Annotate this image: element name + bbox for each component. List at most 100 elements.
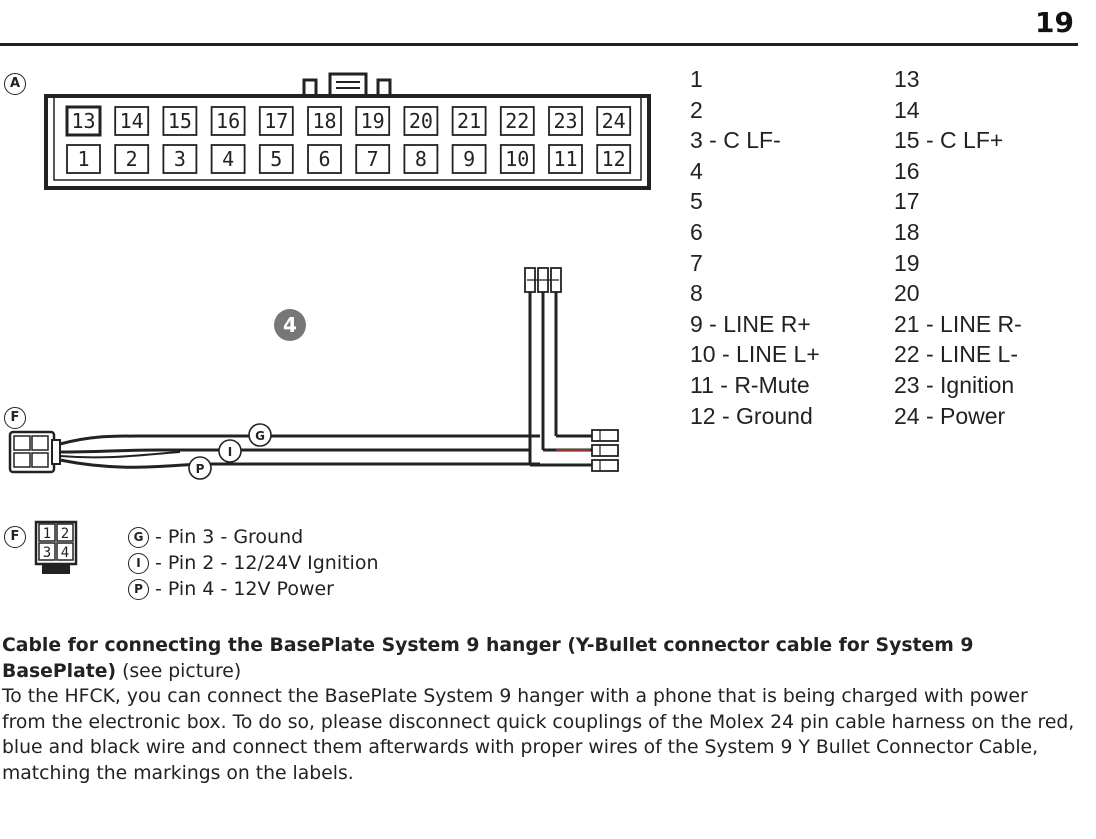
connector-a-pin-label: 24 bbox=[602, 109, 626, 133]
pinout-entry-left: 10 - LINE L+ bbox=[690, 341, 820, 368]
connector-a-pin-16: 16 bbox=[210, 106, 246, 136]
connector-a-pin-label: 1 bbox=[77, 147, 89, 171]
cable-f-label: F bbox=[4, 407, 26, 429]
connector-f-pin-label: 4 bbox=[61, 545, 69, 561]
connector-a-pin-label: 17 bbox=[264, 109, 288, 133]
pinout-entry-right: 21 - LINE R- bbox=[894, 310, 1022, 337]
page-number: 19 bbox=[1035, 6, 1074, 39]
pinout-entry-right: 15 - C LF+ bbox=[894, 127, 1004, 154]
pinout-entry-left: 7 bbox=[690, 249, 703, 276]
cable-number-badge: 4 bbox=[274, 309, 306, 341]
connector-a-pin-label: 20 bbox=[409, 109, 433, 133]
connector-a-pin-label: 7 bbox=[367, 147, 379, 171]
connector-a-pin-label: 15 bbox=[168, 109, 192, 133]
legend-text-ignition: - Pin 2 - 12/24V Ignition bbox=[155, 552, 379, 574]
heading-note: (see picture) bbox=[116, 660, 242, 682]
pinout-entry-right: 14 bbox=[894, 96, 920, 123]
pinout-entry-right: 20 bbox=[894, 280, 920, 307]
connector-a-pin-label: 13 bbox=[71, 109, 95, 133]
pinout-entry-left: 12 - Ground bbox=[690, 402, 813, 429]
connector-f-pin-label: 2 bbox=[61, 526, 69, 542]
connector-a-pin-label: 10 bbox=[505, 147, 529, 171]
connector-f-pin-1: 1 bbox=[38, 523, 56, 542]
connector-a-pin-7: 7 bbox=[355, 144, 391, 174]
y-bullet-cable-diagram: G I P bbox=[8, 267, 619, 480]
connector-a-pin-label: 23 bbox=[553, 109, 577, 133]
connector-a-pin-11: 11 bbox=[548, 144, 583, 174]
pinout-entry-right: 24 - Power bbox=[894, 402, 1006, 429]
connector-a-pin-13: 13 bbox=[65, 105, 102, 137]
connector-f-label: F bbox=[4, 526, 26, 548]
wire-legend: G - Pin 3 - Ground I - Pin 2 - 12/24V Ig… bbox=[128, 524, 379, 602]
pinout-entry-left: 1 bbox=[690, 66, 703, 92]
connector-a-pin-19: 19 bbox=[355, 106, 391, 136]
pinout-entry-left: 6 bbox=[690, 218, 703, 245]
pinout-entry-left: 4 bbox=[690, 157, 703, 184]
connector-a-pin-21: 21 bbox=[451, 106, 487, 136]
connector-a-pin-23: 23 bbox=[548, 106, 583, 136]
connector-a-pin-label: 11 bbox=[553, 147, 577, 171]
connector-a-pin-label: 5 bbox=[270, 147, 282, 171]
connector-a-label: A bbox=[4, 73, 26, 95]
wire-i-label: I bbox=[218, 439, 242, 463]
molex-plug bbox=[8, 430, 61, 474]
connector-a-pin-22: 22 bbox=[499, 106, 535, 136]
header-rule bbox=[0, 43, 1078, 46]
connector-a-pin-17: 17 bbox=[258, 106, 294, 136]
wire-p-label: P bbox=[188, 456, 212, 480]
pinout-entry-left: 8 bbox=[690, 280, 703, 307]
pinout-entry-left: 9 - LINE R+ bbox=[690, 310, 811, 337]
pinout-entry-left: 3 - C LF- bbox=[690, 127, 781, 154]
svg-text:I: I bbox=[228, 445, 232, 459]
svg-text:4: 4 bbox=[283, 313, 297, 337]
connector-a-pin-6: 6 bbox=[307, 144, 342, 174]
legend-symbol-p: P bbox=[128, 578, 149, 600]
connector-a-pin-12: 12 bbox=[596, 144, 632, 174]
connector-a-pin-18: 18 bbox=[307, 106, 342, 136]
connector-a-pin-5: 5 bbox=[258, 144, 294, 174]
connector-a-pin-label: 8 bbox=[415, 147, 427, 171]
connector-f-pin-label: 3 bbox=[43, 545, 51, 561]
pinout-entry-right: 23 - Ignition bbox=[894, 371, 1015, 398]
section-heading: Cable for connecting the BasePlate Syste… bbox=[2, 635, 974, 682]
connector-a-pin-label: 14 bbox=[120, 109, 144, 133]
connector-a-pin-label: 2 bbox=[126, 147, 138, 171]
svg-text:G: G bbox=[255, 429, 265, 443]
connector-a-pin-1: 1 bbox=[66, 144, 101, 174]
pinout-entry-right: 16 bbox=[894, 157, 920, 184]
connector-f-pin-label: 1 bbox=[43, 526, 51, 542]
pinout-entry-left: 2 bbox=[690, 96, 703, 123]
legend-row-power: P - Pin 4 - 12V Power bbox=[128, 576, 379, 602]
connector-a-pin-label: 4 bbox=[222, 147, 234, 171]
connector-a-pin-label: 9 bbox=[463, 147, 475, 171]
connector-a-pin-14: 14 bbox=[114, 106, 150, 136]
connector-f-pin-3: 3 bbox=[38, 542, 56, 561]
connector-a-pin-label: 19 bbox=[361, 109, 385, 133]
pinout-entry-left: 11 - R-Mute bbox=[690, 371, 810, 398]
connector-a-pin-3: 3 bbox=[162, 144, 198, 174]
legend-row-ground: G - Pin 3 - Ground bbox=[128, 524, 379, 550]
legend-row-ignition: I - Pin 2 - 12/24V Ignition bbox=[128, 550, 379, 576]
pinout-entry-right: 22 - LINE L- bbox=[894, 341, 1018, 368]
connector-a-pin-label: 16 bbox=[216, 109, 240, 133]
connector-f-pin-2: 2 bbox=[56, 523, 74, 542]
connector-a-pin-label: 12 bbox=[602, 147, 626, 171]
pinout-entry-right: 17 bbox=[894, 188, 920, 215]
svg-text:P: P bbox=[196, 462, 205, 476]
legend-symbol-g: G bbox=[128, 526, 149, 548]
connector-a-pin-8: 8 bbox=[403, 144, 439, 174]
connector-a-pin-15: 15 bbox=[162, 106, 198, 136]
connector-f-pin-4: 4 bbox=[56, 542, 74, 561]
connector-a-pin-20: 20 bbox=[403, 106, 439, 136]
connector-a-pin-label: 21 bbox=[457, 109, 481, 133]
description-section: Cable for connecting the BasePlate Syste… bbox=[2, 633, 1076, 787]
connector-a-pin-4: 4 bbox=[210, 144, 246, 174]
connector-a-pin-label: 6 bbox=[318, 147, 330, 171]
connector-a-pin-9: 9 bbox=[451, 144, 487, 174]
connector-a-pin-label: 3 bbox=[174, 147, 186, 171]
connector-a-pin-10: 10 bbox=[499, 144, 535, 174]
